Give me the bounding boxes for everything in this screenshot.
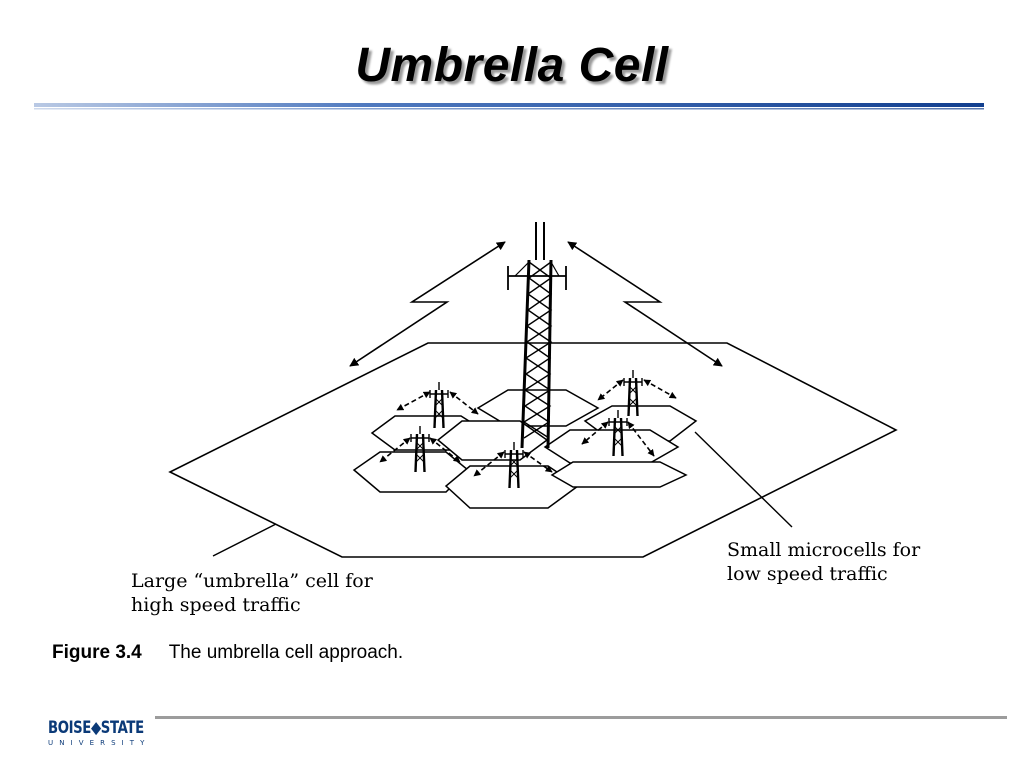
micro-signal-arrow (396, 391, 431, 411)
micro-signal-arrow (379, 437, 411, 463)
micro-signal-arrow (597, 379, 624, 401)
slide-title: Umbrella Cell (355, 39, 669, 92)
figure-caption-text: The umbrella cell approach. (168, 642, 404, 663)
microcell-hexagon (550, 461, 688, 488)
micro-signal-arrow (643, 379, 677, 399)
micro-signal-arrow (429, 437, 461, 463)
micro-signal-arrow (523, 451, 553, 473)
signal-arrow-left (349, 241, 506, 367)
umbrella-cell-label-line2: high speed traffic (131, 594, 301, 616)
umbrella-label-leader (212, 523, 277, 557)
micro-signal-arrow (627, 421, 655, 457)
micro-signal-arrows (379, 379, 677, 477)
micro-signal-arrow (581, 421, 609, 445)
macro-tower-icon (507, 222, 567, 449)
signal-arrow-right (567, 241, 723, 367)
logo-diamond-icon: ◆ (90, 718, 101, 738)
microcell-label-line2: low speed traffic (727, 563, 888, 585)
macro-signal-arrows (349, 241, 723, 367)
title-divider (34, 103, 984, 110)
microcell-hexagon (543, 429, 680, 464)
umbrella-cell-hexagon (168, 342, 898, 558)
micro-signal-arrow (449, 391, 479, 415)
logo-subtext: UNIVERSITY (48, 739, 151, 747)
microcell-label-leader (694, 431, 793, 528)
micro-signal-arrow (473, 451, 505, 477)
umbrella-cell-label-line1: Large “umbrella” cell for (131, 570, 374, 592)
footer-divider (155, 716, 1007, 719)
figure-caption: Figure 3.4 The umbrella cell approach. (52, 642, 403, 664)
boise-state-logo: BOISE◆STATE UNIVERSITY (48, 718, 148, 752)
microcell-label-line1: Small microcells for (727, 539, 921, 561)
logo-wordmark: BOISE◆STATE (48, 718, 144, 738)
figure-number: Figure 3.4 (52, 642, 142, 663)
